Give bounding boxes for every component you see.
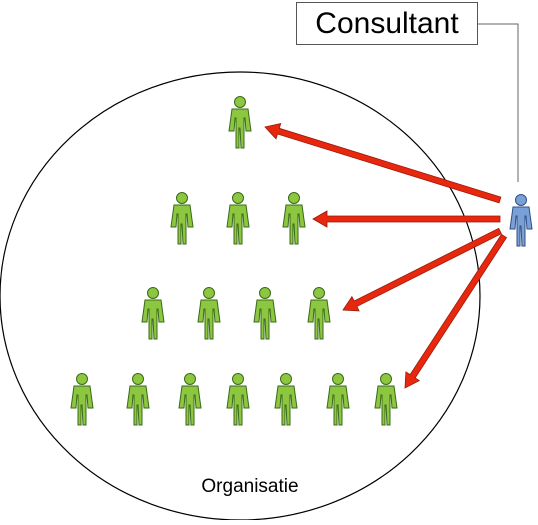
- organisation-ellipse: [0, 71, 481, 521]
- people-layer: [70, 96, 398, 426]
- employee-person-icon: [274, 373, 298, 426]
- employee-person-icon: [226, 192, 250, 245]
- arrow-layer: [264, 122, 508, 389]
- employee-person-icon: [326, 373, 350, 426]
- employee-person-icon: [170, 192, 194, 245]
- employee-person-icon: [178, 373, 202, 426]
- consultant-layer: [509, 194, 533, 247]
- employee-person-icon: [197, 287, 221, 340]
- employee-person-icon: [253, 287, 277, 340]
- employee-person-icon: [228, 96, 252, 149]
- employee-person-icon: [374, 373, 398, 426]
- consultant-connector-line: [478, 23, 519, 182]
- arrow-to-row-4: [404, 233, 508, 389]
- consultant-label: Consultant: [315, 6, 459, 40]
- consultant-label-box: Consultant: [296, 2, 478, 45]
- arrow-to-row-1: [264, 122, 502, 204]
- employee-person-icon: [141, 287, 165, 340]
- employee-person-icon: [226, 373, 250, 426]
- consultant-person-icon: [509, 194, 533, 247]
- employee-person-icon: [70, 373, 94, 426]
- organisation-label: Organisatie: [201, 476, 299, 497]
- employee-person-icon: [126, 373, 150, 426]
- arrow-to-row-2: [312, 210, 501, 228]
- employee-person-icon: [307, 287, 331, 340]
- arrow-to-row-3: [342, 227, 502, 312]
- employee-person-icon: [282, 192, 306, 245]
